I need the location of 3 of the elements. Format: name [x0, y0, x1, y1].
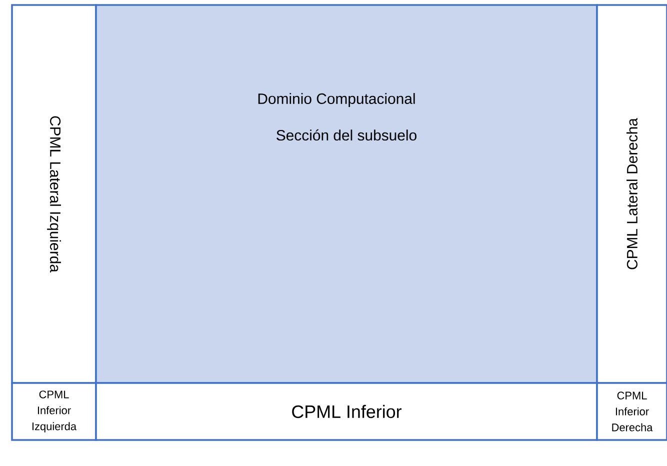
- domain-box: Dominio Computacional Sección del subsuelo: [95, 4, 598, 384]
- corner-layer-box: CPML Inferior Derecha: [596, 382, 667, 441]
- corner-layer-box: CPML Inferior Izquierda: [11, 382, 97, 441]
